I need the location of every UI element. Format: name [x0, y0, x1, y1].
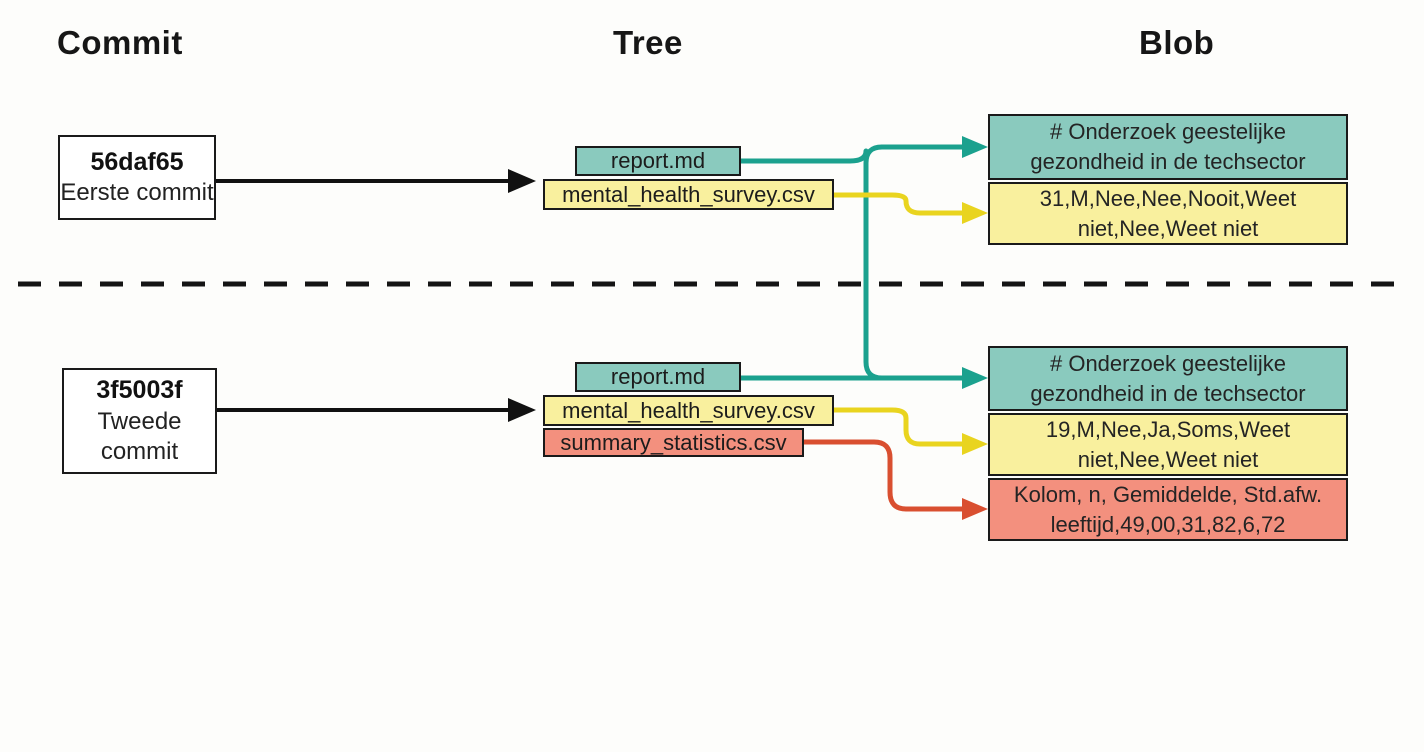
summary-csv-arrowhead — [962, 498, 988, 520]
commit2-to-tree-arrow — [215, 398, 536, 422]
summary-csv-connector — [800, 439, 967, 512]
commit-hash: 56daf65 — [90, 147, 184, 176]
report-md-arrowhead-top — [962, 136, 988, 158]
commit-message: Tweede commit — [97, 407, 182, 465]
tree1-entry-report-md: report.md — [575, 146, 741, 176]
survey-csv-arrowhead-top — [962, 202, 988, 224]
column-header-commit: Commit — [57, 24, 183, 61]
commit-message: Eerste commit — [60, 179, 214, 207]
blob1-report-content: # Onderzoek geestelijke gezondheid in de… — [988, 114, 1348, 180]
blob2-report-content: # Onderzoek geestelijke gezondheid in de… — [988, 346, 1348, 411]
column-header-blob: Blob — [1139, 24, 1215, 61]
tree2-entry-report-md: report.md — [575, 362, 741, 392]
blob2-summary-content: Kolom, n, Gemiddelde, Std.afw. leeftijd,… — [988, 478, 1348, 541]
blob2-survey-content: 19,M,Nee,Ja,Soms,Weet niet,Nee,Weet niet — [988, 413, 1348, 476]
survey-csv-arrowhead-bottom — [962, 433, 988, 455]
commit-node-1: 56daf65 Eerste commit — [58, 135, 216, 220]
report-md-arrowhead-bottom — [962, 367, 988, 389]
survey-csv-connectors — [831, 192, 967, 447]
tree2-entry-survey-csv: mental_health_survey.csv — [543, 395, 834, 426]
commit1-to-tree-arrow — [214, 169, 536, 193]
column-header-tree: Tree — [613, 24, 683, 61]
blob1-survey-content: 31,M,Nee,Nee,Nooit,Weet niet,Nee,Weet ni… — [988, 182, 1348, 245]
commit-hash: 3f5003f — [96, 376, 183, 405]
commit-node-2: 3f5003f Tweede commit — [62, 368, 217, 474]
tree1-entry-survey-csv: mental_health_survey.csv — [543, 179, 834, 210]
tree2-entry-summary-csv: summary_statistics.csv — [543, 428, 804, 457]
